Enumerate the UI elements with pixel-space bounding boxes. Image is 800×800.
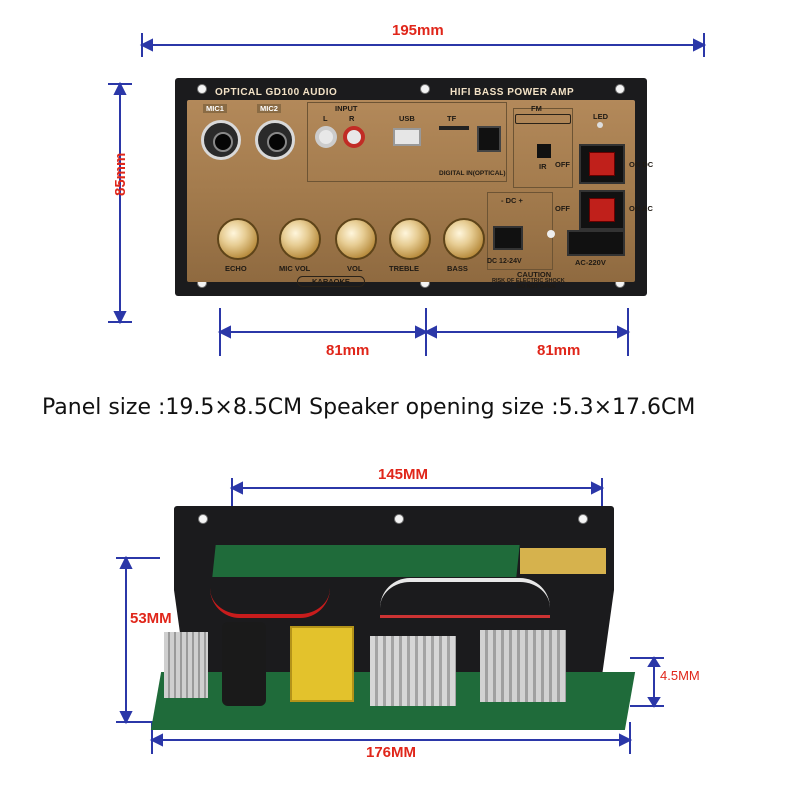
mic1-label: MIC1: [203, 104, 227, 113]
caution-line-2: DO NOT OPEN: [517, 284, 556, 290]
mic-vol-knob[interactable]: [279, 218, 321, 260]
ac-switch-rocker: [589, 198, 615, 222]
knob-label-bass: BASS: [447, 264, 468, 273]
karaoke-badge: KARAOKE: [297, 276, 365, 287]
switch-pcb: [520, 548, 606, 574]
mic2-jack[interactable]: [255, 120, 295, 160]
knob-label-vol: VOL: [347, 264, 363, 273]
echo-knob[interactable]: [217, 218, 259, 260]
amplifier-panel-front: OPTICAL GD100 AUDIO HIFI BASS POWER AMP …: [175, 78, 653, 296]
input-r-label: R: [349, 114, 355, 123]
tf-slot[interactable]: [439, 126, 469, 130]
panel-header-left: OPTICAL GD100 AUDIO: [215, 87, 338, 98]
mic1-jack[interactable]: [201, 120, 241, 160]
vol-knob[interactable]: [335, 218, 377, 260]
fm-label: FM: [531, 104, 542, 113]
knob-label-treble: TREBLE: [389, 264, 419, 273]
panel-header-right: HIFI BASS POWER AMP: [450, 87, 575, 98]
mount-hole: [197, 84, 207, 94]
ac-power-switch[interactable]: [579, 190, 625, 230]
ir-sensor: [537, 144, 551, 158]
panel-height-label: 85mm: [112, 152, 129, 196]
mount-hole: [198, 514, 208, 524]
upper-control-pcb: [212, 545, 520, 577]
knob-label-mic-vol: MIC VOL: [279, 264, 311, 273]
input-block: [307, 102, 507, 182]
panel-width-label: 195mm: [392, 22, 444, 39]
fm-block: [513, 108, 573, 188]
off-label-2: OFF: [555, 204, 570, 213]
input-l-label: L: [323, 114, 328, 123]
heatsink-left: [164, 632, 208, 698]
rca-right-jack[interactable]: [343, 126, 365, 148]
caution-title: CAUTION: [517, 270, 552, 279]
digital-in-label: DIGITAL IN(OPTICAL): [439, 170, 506, 177]
bass-knob[interactable]: [443, 218, 485, 260]
right-gap-label: 81mm: [537, 342, 581, 359]
dc-socket[interactable]: [493, 226, 523, 250]
dc-switch-rocker: [589, 152, 615, 176]
pcb-height-label: 53MM: [130, 610, 172, 627]
heatsink-right: [480, 630, 566, 702]
bottom-dimension-lines: [116, 478, 664, 754]
optical-port[interactable]: [477, 126, 501, 152]
left-gap-label: 81mm: [326, 342, 370, 359]
off-label-1: OFF: [555, 160, 570, 169]
led-label: LED: [593, 112, 608, 121]
usb-label: USB: [399, 114, 415, 123]
dc-polarity-label: - DC +: [501, 196, 523, 205]
caution-line-1: RISK OF ELECTRIC SHOCK: [492, 278, 565, 284]
pcb-depth-label: 4.5MM: [660, 668, 700, 683]
dc-range-label: DC 12-24V: [487, 258, 522, 265]
usb-port[interactable]: [393, 128, 421, 146]
red-wire: [210, 588, 330, 618]
transformer: [290, 626, 354, 702]
dc-power-switch[interactable]: [579, 144, 625, 184]
gold-faceplate: MIC1 MIC2 INPUT L R USB TF DIGITAL IN(OP…: [187, 100, 653, 290]
size-caption: Panel size :19.5×8.5CM Speaker opening s…: [42, 395, 696, 420]
on-dc-label: ON DC: [629, 160, 654, 169]
mic2-label: MIC2: [257, 104, 281, 113]
led-indicator: [597, 122, 603, 128]
tf-label: TF: [447, 114, 457, 123]
ac-label: AC-220V: [575, 258, 606, 267]
heatsink-center: [370, 636, 456, 706]
rca-left-jack[interactable]: [315, 126, 337, 148]
input-label: INPUT: [335, 104, 358, 113]
capacitor: [222, 622, 266, 706]
mount-hole: [394, 514, 404, 524]
led-dot: [547, 230, 555, 238]
pcb-width-label: 145MM: [378, 466, 429, 483]
top-dimension-lines: [108, 33, 707, 356]
ac-socket[interactable]: [567, 230, 625, 256]
mount-hole: [578, 514, 588, 524]
ir-label: IR: [539, 162, 547, 171]
mount-hole: [615, 84, 625, 94]
knob-label-echo: ECHO: [225, 264, 247, 273]
mount-hole: [420, 84, 430, 94]
fm-buttons[interactable]: [515, 114, 571, 124]
treble-knob[interactable]: [389, 218, 431, 260]
pcb-total-width-label: 176MM: [366, 744, 417, 761]
ribbon-cables: [380, 578, 550, 618]
on-ac-label: ON AC: [629, 204, 653, 213]
